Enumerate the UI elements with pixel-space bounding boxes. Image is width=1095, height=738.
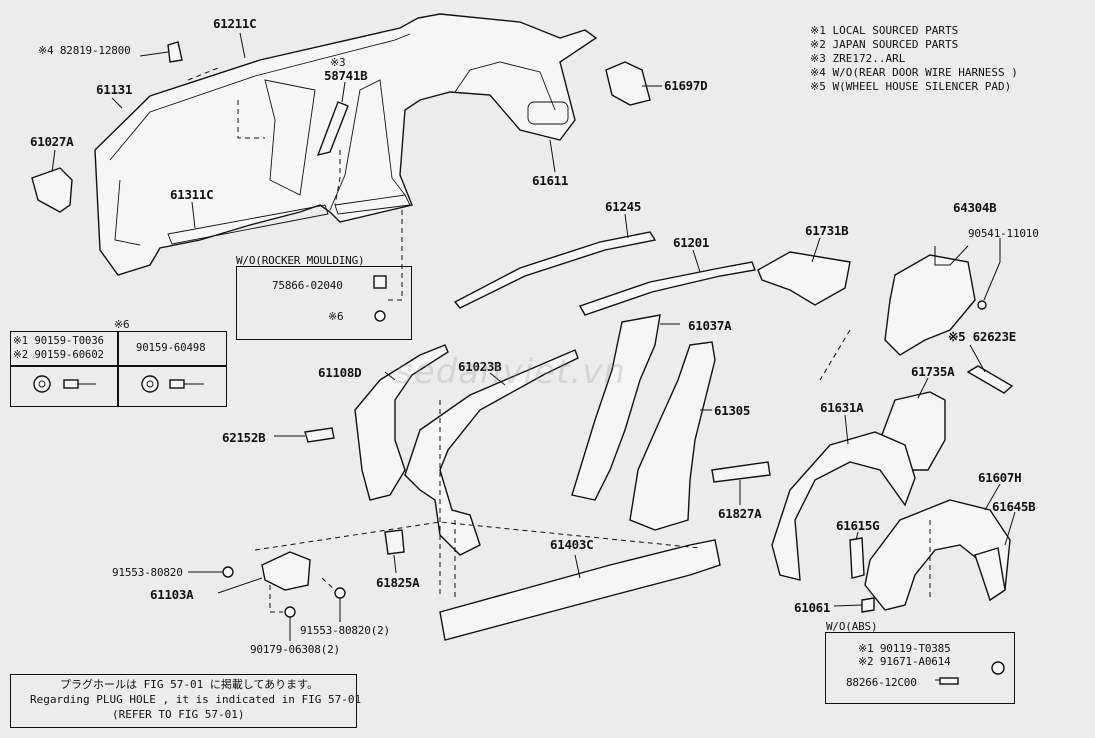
part-61615G-bracket [849,537,865,579]
label-61037A[interactable]: 61037A [688,318,732,333]
part-90179-nut [284,606,296,618]
part-bolt-6 [374,310,386,322]
rocker-box-title: W/O(ROCKER MOULDING) [236,254,365,267]
legend-line-1: ※1 LOCAL SOURCED PARTS [810,24,959,37]
bolt-table-mark: ※6 [114,318,130,331]
part-61827A-pad [711,461,771,483]
label-61201[interactable]: 61201 [673,235,710,250]
legend-line-3: ※3 ZRE172..ARL [810,52,906,65]
plug-hole-note-box [10,674,357,728]
bolt-table-left-1[interactable]: ※1 90159-T0036 [13,335,104,347]
part-61403C-rocker [439,539,721,641]
part-88266-clamp [939,677,959,685]
part-61731B-panel [757,251,851,306]
part-61201-rail [578,261,756,316]
plug-note-line-1: プラグホールは FIG 57-01 に掲載してあります。 [60,678,319,691]
label-91553-80820[interactable]: 91553-80820 [112,566,183,579]
part-61037A-pillar [571,314,661,501]
part-61108D-pillar [354,344,449,501]
part-82819-clip [167,41,183,63]
label-61311C[interactable]: 61311C [170,187,214,202]
part-61061-bracket [861,597,875,613]
part-61645B-panel [974,547,1006,602]
part-62152B-pad [304,427,335,443]
abs-box-title: W/O(ABS) [826,620,878,633]
label-61615G[interactable]: 61615G [836,518,880,533]
label-61245[interactable]: 61245 [605,199,642,214]
part-61697D-panel [605,61,651,106]
label-61108D[interactable]: 61108D [318,365,362,380]
label-61103A[interactable]: 61103A [150,587,194,602]
label-61131[interactable]: 61131 [96,82,133,97]
bolt-table-icons [33,375,204,393]
part-61305-pillar [629,341,716,531]
bolt-table [10,331,227,407]
part-61245-rail [453,231,657,309]
bolt-table-left-2[interactable]: ※2 90159-60602 [13,349,104,361]
assembly-dashed-lines [187,67,960,681]
abs-box [825,632,1015,704]
leader-lines [51,32,1016,641]
label-61403C[interactable]: 61403C [550,537,594,552]
label-62152B[interactable]: 62152B [222,430,266,445]
part-61023B-pillar [404,349,579,556]
part-62623E-pad [966,365,1014,394]
part-58741B-strip [316,101,349,157]
label-61645B[interactable]: 61645B [992,499,1036,514]
label-61825A[interactable]: 61825A [376,575,420,590]
part-90541-bolt [977,300,987,310]
label-61305[interactable]: 61305 [714,403,751,418]
plug-note-line-2: Regarding PLUG HOLE , it is indicated in… [30,693,362,706]
label-61607H[interactable]: 61607H [978,470,1022,485]
label-91671-A0614[interactable]: ※2 91671-A0614 [858,655,951,668]
label-62623E[interactable]: ※5 62623E [948,329,1016,344]
rocker-moulding-box [236,266,412,340]
part-91553-bolt [222,566,234,578]
part-61027A-bracket [31,167,73,213]
part-61631A-wheelhouse [771,431,916,581]
label-61735A[interactable]: 61735A [911,364,955,379]
label-58741B-mark: ※3 [330,56,346,69]
label-61631A[interactable]: 61631A [820,400,864,415]
bolt-table-divider-v [117,332,119,406]
label-64304B[interactable]: 64304B [953,200,997,215]
label-88266-12C00[interactable]: 88266-12C00 [846,676,917,689]
legend-line-2: ※2 JAPAN SOURCED PARTS [810,38,959,51]
part-90119-bolt [991,661,1005,675]
label-82819-12800[interactable]: ※4 82819-12800 [38,44,131,57]
label-90541-11010[interactable]: 90541-11010 [968,227,1039,240]
part-61825A-pad [384,529,405,555]
label-61827A[interactable]: 61827A [718,506,762,521]
label-61027A[interactable]: 61027A [30,134,74,149]
label-61211C[interactable]: 61211C [213,16,257,31]
label-bolt-mark-6: ※6 [328,310,344,323]
label-61697D[interactable]: 61697D [664,78,708,93]
part-64304B-panel [884,254,976,356]
label-61023B[interactable]: 61023B [458,359,502,374]
bolt-table-divider-h [10,365,226,367]
plug-note-line-3: (REFER TO FIG 57-01) [112,708,245,721]
label-61731B[interactable]: 61731B [805,223,849,238]
body-side-outer-panel [94,13,598,276]
label-58741B[interactable]: 58741B [324,68,368,83]
legend-line-5: ※5 W(WHEEL HOUSE SILENCER PAD) [810,80,1012,93]
part-91553-bolt-2 [334,587,346,599]
watermark: sedanviet.vn [395,352,626,392]
bolt-table-right[interactable]: 90159-60498 [136,342,206,354]
label-90119-T0385[interactable]: ※1 90119-T0385 [858,642,951,655]
part-61103A-bracket [261,551,311,591]
part-75866-clip [373,275,387,289]
label-61611[interactable]: 61611 [532,173,569,188]
label-75866-02040[interactable]: 75866-02040 [272,279,343,292]
label-91553-80820-2[interactable]: 91553-80820(2) [300,624,390,637]
label-61061[interactable]: 61061 [794,600,831,615]
label-90179-06308-2[interactable]: 90179-06308(2) [250,643,340,656]
legend-line-4: ※4 W/O(REAR DOOR WIRE HARNESS ) [810,66,1018,79]
